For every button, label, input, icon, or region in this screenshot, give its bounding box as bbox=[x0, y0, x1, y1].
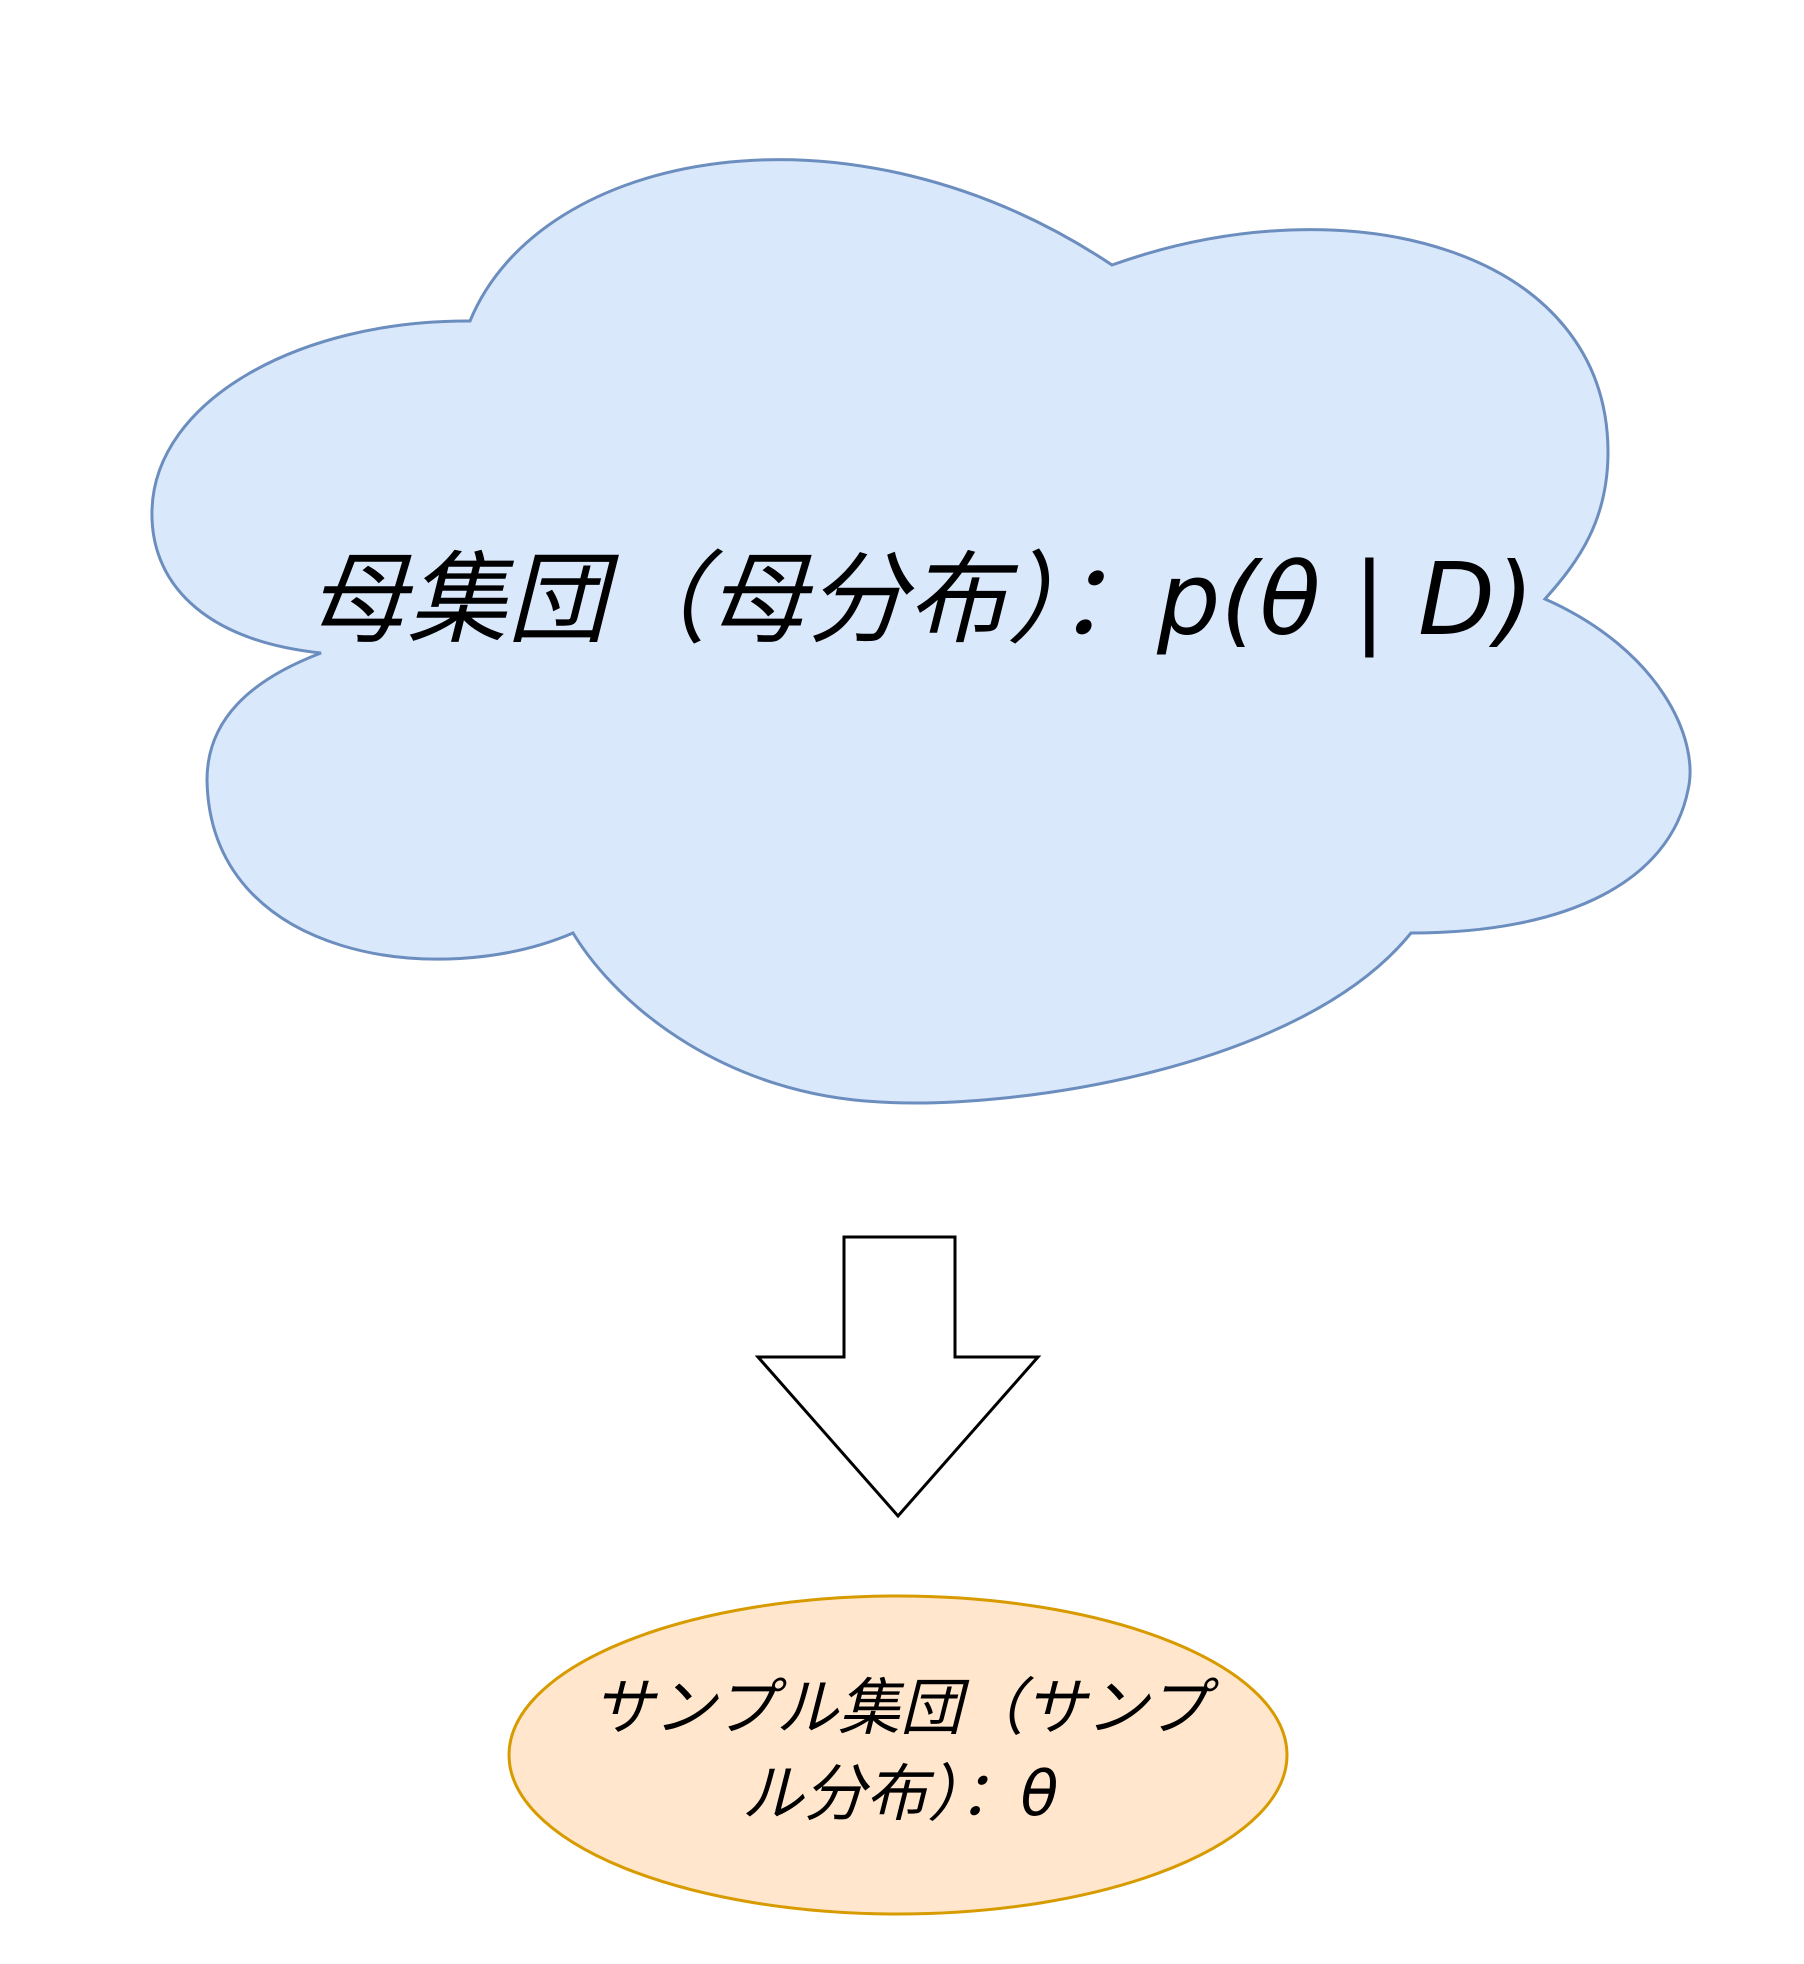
sample-label-line1: サンプル集団（サンプ bbox=[591, 1671, 1209, 1744]
population-cloud[interactable] bbox=[150, 158, 1692, 1105]
sample-ellipse[interactable] bbox=[507, 1594, 1289, 1916]
population-label: 母集団（母分布）：p(θ | D) bbox=[307, 541, 1534, 658]
sample-label: サンプル集団（サンプ ル分布）：θ bbox=[530, 1665, 1270, 1837]
down-arrow[interactable] bbox=[754, 1235, 1042, 1519]
sample-label-line2: ル分布）：θ bbox=[741, 1757, 1059, 1830]
